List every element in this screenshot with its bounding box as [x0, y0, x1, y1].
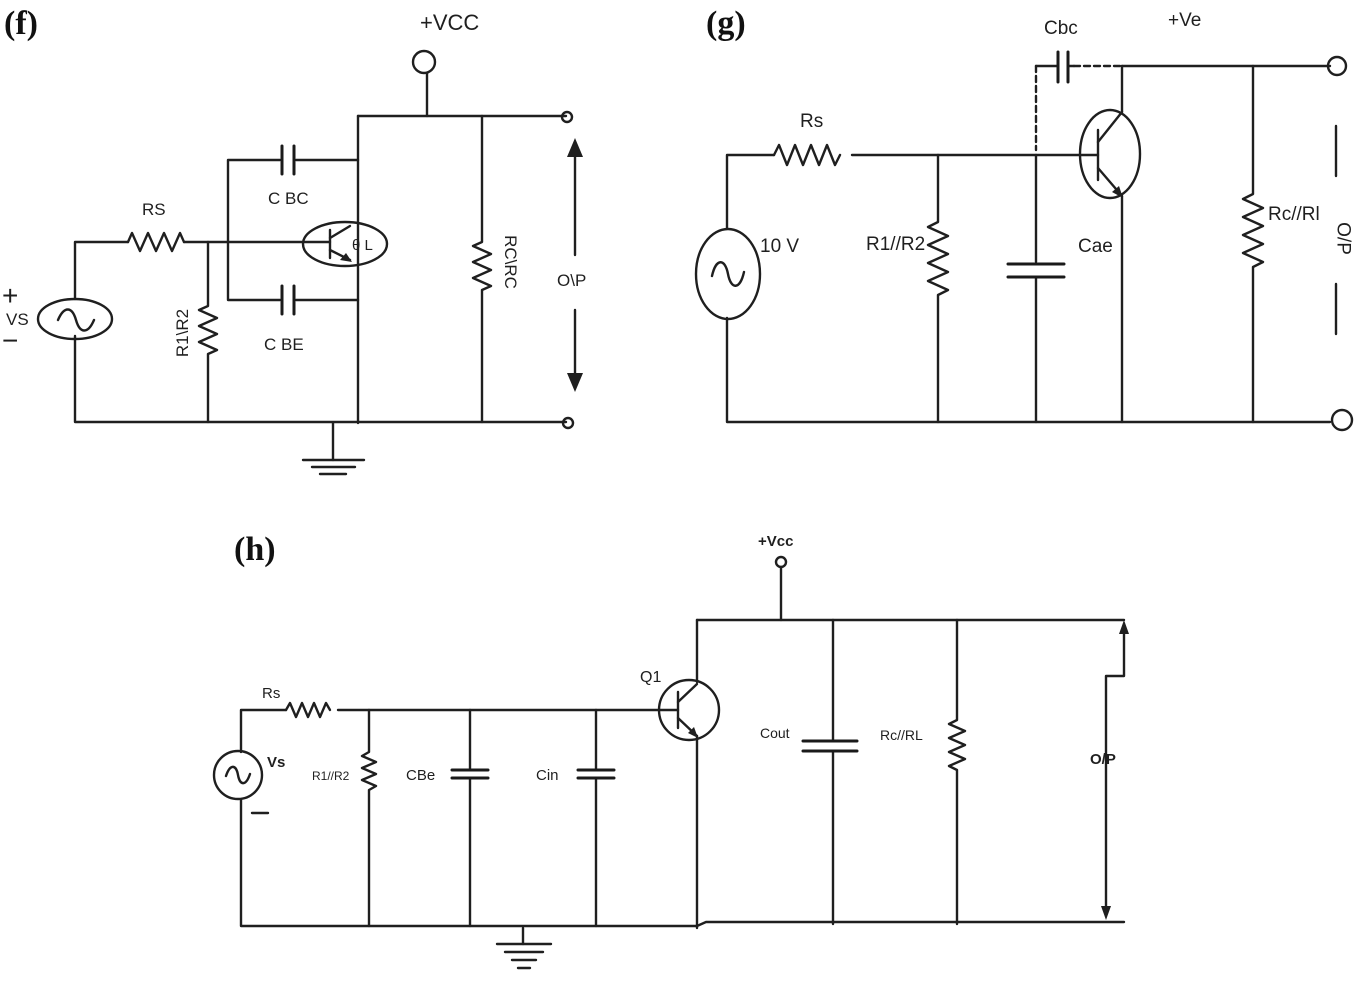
resistor-rs-icon	[126, 231, 186, 253]
resistor-r1r2-icon	[197, 240, 219, 424]
op-label: O/P	[1333, 222, 1354, 255]
panel-h: (h) +Vcc Q1 Rs Vs R1//R2	[212, 531, 1129, 970]
ac-source-icon	[694, 227, 762, 321]
ac-source-icon	[212, 749, 264, 801]
panel-g-tag: (g)	[706, 5, 746, 42]
op-label: O/P	[1090, 751, 1116, 768]
ground-icon	[301, 421, 366, 476]
ac-source-icon	[36, 297, 114, 341]
npn-transistor-icon	[1078, 108, 1142, 200]
rs-label: RS	[142, 200, 166, 219]
vcc-label: +VCC	[420, 10, 479, 35]
panel-h-tag: (h)	[234, 531, 276, 568]
minus-sign: −	[2, 325, 18, 356]
wire-input-loop	[725, 153, 1332, 424]
plus-sign: +	[2, 280, 18, 311]
resistor-rs-icon	[772, 143, 842, 167]
resistor-rcrl-icon	[947, 618, 967, 926]
output-top-terminal-icon	[1326, 55, 1348, 77]
cin-label: Cin	[536, 767, 559, 784]
resistor-rcrc-icon	[471, 114, 493, 424]
op-label: O\P	[557, 271, 586, 290]
rcrc-label: RC\RC	[501, 235, 520, 289]
cbe-label: CBe	[406, 767, 435, 784]
rs-label: Rs	[800, 111, 823, 132]
resistor-rs-icon	[284, 701, 332, 719]
cout-label: Cout	[760, 725, 790, 741]
output-voltage-arrow	[567, 138, 583, 392]
cbe-label: C BE	[264, 335, 304, 354]
output-bottom-terminal-icon	[561, 416, 575, 430]
capacitor-cbe-icon	[450, 768, 490, 780]
source-label: 10 V	[760, 236, 799, 257]
capacitor-cbe-icon	[280, 284, 296, 316]
vs-label: Vs	[267, 754, 285, 771]
vcc-terminal-icon	[411, 49, 437, 75]
vcc-label: +Vcc	[758, 533, 793, 550]
r1r2-label: R1//R2	[312, 769, 350, 783]
rcrl-label: Rc//RL	[880, 727, 923, 743]
panel-g: (g) +Ve Cbc Rs 10 V	[694, 5, 1354, 432]
npn-transistor-icon	[301, 220, 389, 268]
output-top-terminal-icon	[560, 110, 574, 124]
vcc-terminal-icon	[774, 555, 788, 569]
cae-label: Cae	[1078, 236, 1113, 257]
capacitor-cae-icon	[1006, 262, 1066, 279]
vs-label: VS	[6, 310, 29, 329]
ground-icon	[495, 926, 553, 970]
resistor-rcrl-icon	[1241, 64, 1265, 424]
wire-cap-loop	[226, 158, 360, 302]
ve-label: +Ve	[1168, 10, 1201, 31]
panel-f: (f) +VCC C BC C BE θ L RS	[2, 5, 586, 476]
cbc-label: C BC	[268, 189, 309, 208]
capacitor-cin-icon	[576, 768, 616, 780]
cbc-label: Cbc	[1044, 18, 1078, 39]
resistor-r1r2-icon	[360, 708, 378, 928]
wire-input-loop	[73, 240, 360, 424]
q1-label: Q1	[640, 669, 661, 686]
resistor-r1r2-icon	[926, 153, 950, 424]
output-voltage-arrow	[1101, 620, 1129, 920]
capacitor-cbc-icon	[280, 144, 296, 176]
transistor-label: θ L	[352, 237, 373, 254]
r1r2-label: R1\R2	[173, 309, 192, 357]
r1r2-label: R1//R2	[866, 234, 925, 255]
rs-label: Rs	[262, 685, 280, 702]
capacitor-cout-icon	[801, 739, 859, 753]
capacitor-cbc-icon	[1056, 50, 1070, 84]
panel-f-tag: (f)	[4, 5, 38, 42]
wire-input-loop	[239, 708, 699, 928]
rcrl-label: Rc//Rl	[1268, 204, 1320, 225]
wire-bottom-rail	[695, 920, 1126, 928]
output-bottom-terminal-icon	[1330, 408, 1354, 432]
